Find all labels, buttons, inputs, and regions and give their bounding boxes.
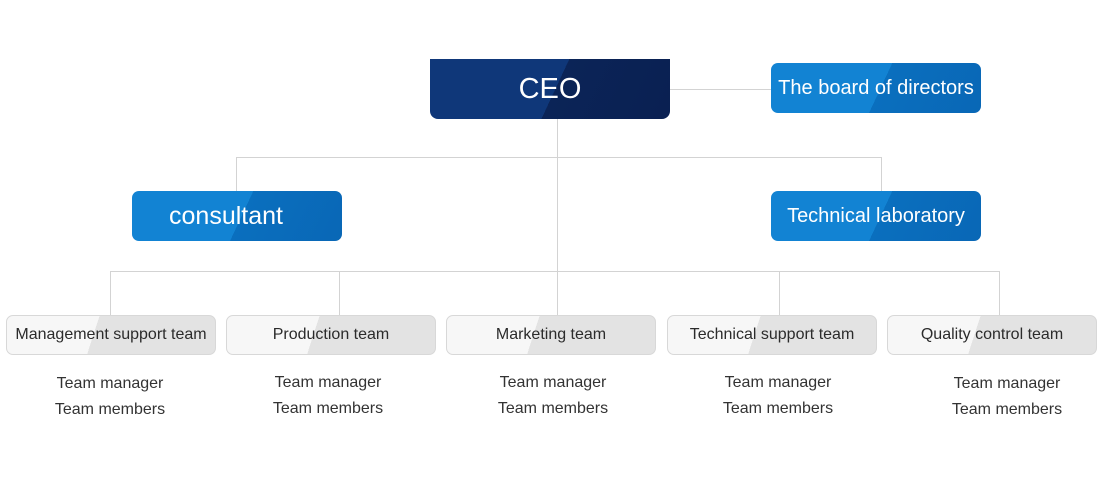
connector-ceo-trunk bbox=[557, 119, 558, 315]
technical-laboratory-label: Technical laboratory bbox=[787, 204, 965, 227]
team-box-marketing: Marketing team bbox=[446, 315, 656, 355]
team-box-technical-support: Technical support team bbox=[667, 315, 877, 355]
connector-team-bus bbox=[110, 271, 1000, 272]
team-roles-marketing: Team manager Team members bbox=[443, 370, 663, 422]
team-name: Quality control team bbox=[920, 326, 1064, 343]
connector-techlab-drop bbox=[881, 157, 882, 191]
consultant-box: consultant bbox=[132, 191, 342, 241]
team-name: Production team bbox=[272, 326, 390, 343]
consultant-label: consultant bbox=[169, 201, 283, 230]
board-of-directors-box: The board of directors bbox=[771, 63, 981, 113]
role-team-manager: Team manager bbox=[274, 374, 382, 391]
role-team-members: Team members bbox=[497, 400, 609, 417]
technical-laboratory-box: Technical laboratory bbox=[771, 191, 981, 241]
ceo-box: CEO bbox=[430, 59, 670, 119]
team-roles-production: Team manager Team members bbox=[218, 370, 438, 422]
board-of-directors-label: The board of directors bbox=[778, 76, 974, 99]
connector-team-drop-5 bbox=[999, 271, 1000, 315]
team-roles-technical-support: Team manager Team members bbox=[668, 370, 888, 422]
connector-consultant-drop bbox=[236, 157, 237, 191]
role-team-members: Team members bbox=[951, 401, 1063, 418]
connector-team-drop-1 bbox=[110, 271, 111, 315]
team-name: Management support team bbox=[15, 326, 207, 343]
role-team-members: Team members bbox=[272, 400, 384, 417]
team-box-management-support: Management support team bbox=[6, 315, 216, 355]
team-name: Marketing team bbox=[495, 326, 607, 343]
role-team-manager: Team manager bbox=[499, 374, 607, 391]
team-name: Technical support team bbox=[689, 326, 855, 343]
connector-team-drop-2 bbox=[339, 271, 340, 315]
role-team-manager: Team manager bbox=[56, 375, 164, 392]
connector-team-drop-4 bbox=[779, 271, 780, 315]
team-box-production: Production team bbox=[226, 315, 436, 355]
role-team-manager: Team manager bbox=[724, 374, 832, 391]
role-team-manager: Team manager bbox=[953, 375, 1061, 392]
team-box-quality-control: Quality control team bbox=[887, 315, 1097, 355]
connector-upper-bus bbox=[236, 157, 882, 158]
connector-ceo-board bbox=[670, 89, 771, 90]
team-roles-quality-control: Team manager Team members bbox=[897, 371, 1100, 423]
role-team-members: Team members bbox=[54, 401, 166, 418]
ceo-label: CEO bbox=[518, 72, 582, 105]
team-roles-management-support: Team manager Team members bbox=[0, 371, 220, 423]
role-team-members: Team members bbox=[722, 400, 834, 417]
